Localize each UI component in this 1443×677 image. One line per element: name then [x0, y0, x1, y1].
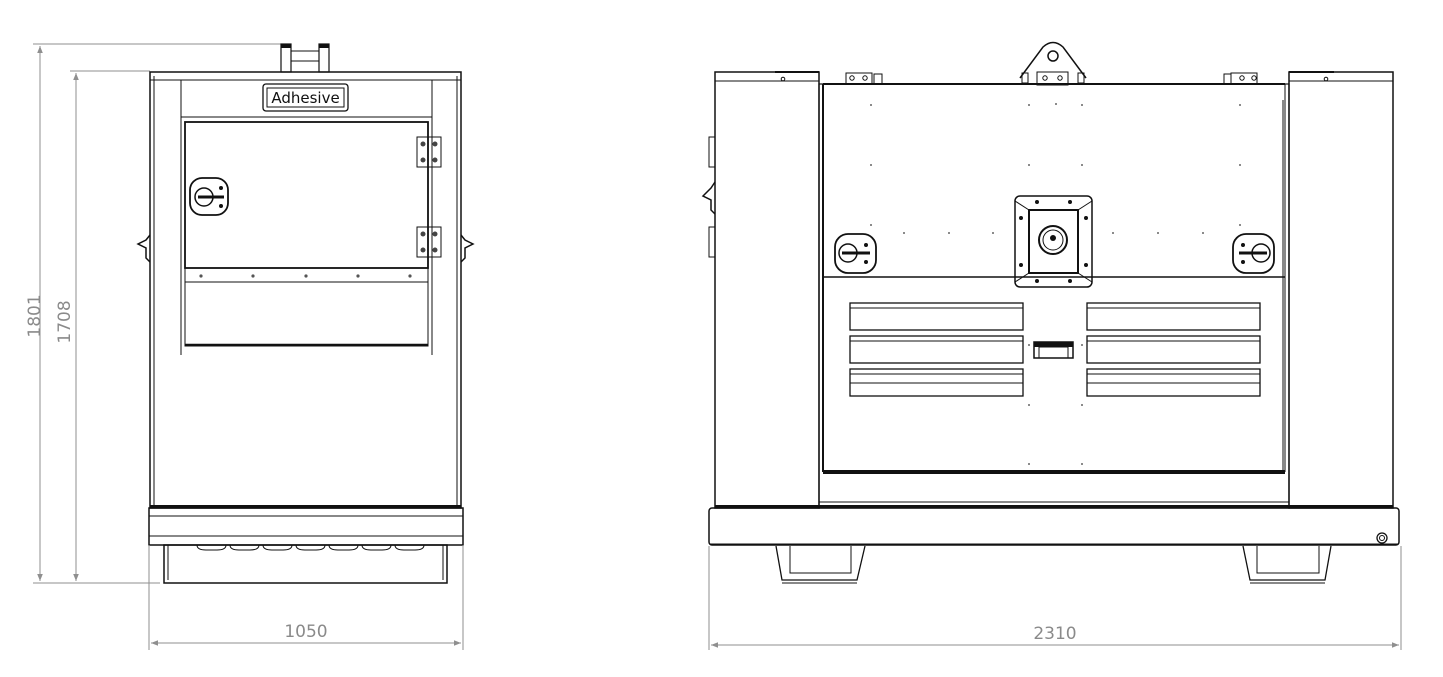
latch-right-icon: [1232, 233, 1275, 274]
skid-foot-right: [1242, 545, 1332, 584]
dimension-body-height: 1708: [55, 70, 150, 581]
door-hinge-top: [416, 136, 442, 168]
access-door: [184, 121, 442, 347]
lifting-handle: [280, 43, 330, 73]
door-hinge-bottom: [416, 226, 442, 258]
dimension-front-width: 2310: [708, 546, 1402, 650]
label-plate: Adhesive: [262, 83, 349, 112]
side-view: 1801 1708 Adhesive: [25, 43, 475, 650]
louvers: [849, 302, 1261, 397]
dimension-label-2310: 2310: [1033, 624, 1076, 644]
skid-foot-left: [775, 545, 866, 584]
dimension-side-width: 1050: [148, 545, 464, 650]
top-bracket-right: [1223, 72, 1258, 85]
label-plate-text: Adhesive: [271, 89, 339, 107]
dimension-overall-height: 1801: [25, 43, 282, 584]
panel-rivets: [870, 103, 1241, 465]
lifting-eye: [1019, 41, 1087, 86]
top-bracket-left: [845, 72, 883, 85]
dimension-label-1050: 1050: [284, 622, 327, 642]
fork-pockets: [196, 544, 425, 551]
front-view: 2310: [701, 41, 1402, 650]
latch-left-icon: [834, 233, 877, 274]
cable-port-icon: [1014, 195, 1093, 288]
dimension-label-1801: 1801: [25, 294, 45, 337]
dimension-label-1708: 1708: [55, 300, 75, 343]
door-latch-icon: [189, 177, 229, 216]
center-pull-handle: [1033, 341, 1074, 359]
